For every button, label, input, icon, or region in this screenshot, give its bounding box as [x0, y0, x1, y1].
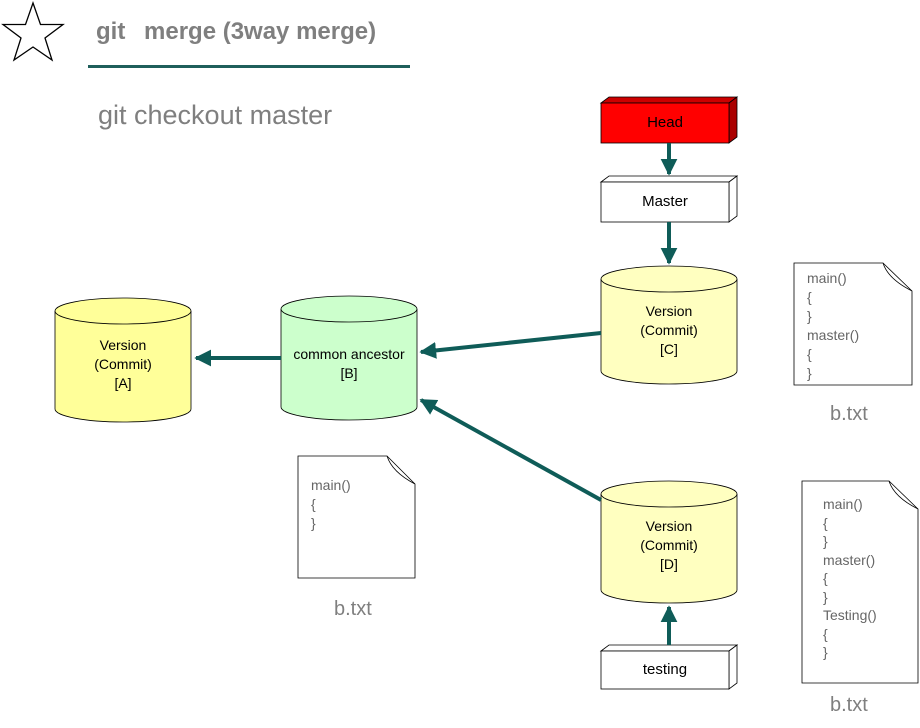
file-ancestor-doc [297, 455, 416, 579]
commit-b-cylinder [280, 295, 418, 421]
file-ancestor-caption: b.txt [334, 598, 372, 620]
commit-c-line1: Version [645, 303, 693, 319]
testing-ref-box [599, 644, 739, 690]
head-label: Head [647, 114, 683, 131]
file-testing-caption: b.txt [830, 694, 868, 716]
commit-c-label: Version (Commit) [C] [601, 302, 737, 359]
commit-d-line2: (Commit) [640, 537, 698, 553]
page-title: merge (3way merge) [144, 18, 377, 45]
commit-a-cylinder [54, 297, 192, 423]
commit-b-label: common ancestor [B] [281, 345, 417, 383]
commit-c-cylinder [600, 265, 738, 385]
title-git: git [96, 18, 126, 45]
commit-c-line2: (Commit) [640, 322, 698, 338]
file-ancestor-content: main() { } [311, 477, 351, 531]
file-master-doc [793, 262, 913, 386]
master-label: Master [642, 193, 688, 210]
commit-b-line1: common ancestor [293, 346, 405, 362]
file-master-content: main() { } master() { } [807, 270, 860, 381]
arrow-d-to-b [419, 398, 602, 502]
commit-a-line1: Version [99, 337, 147, 353]
star-icon [1, 1, 65, 62]
commit-a-line2: (Commit) [94, 356, 152, 372]
commit-d-line3: [D] [660, 556, 678, 572]
testing-label: testing [642, 661, 688, 678]
subtitle-command: git checkout master [98, 100, 333, 130]
commit-a-label: Version (Commit) [A] [55, 336, 191, 393]
arrow-c-to-b [419, 331, 602, 359]
commit-d-cylinder [600, 480, 738, 604]
title-underline [88, 65, 410, 68]
file-testing-doc [801, 480, 919, 684]
file-master-caption: b.txt [830, 403, 868, 425]
commit-c-line3: [C] [660, 341, 678, 357]
commit-a-line3: [A] [114, 375, 132, 391]
commit-b-line2: [B] [340, 365, 358, 381]
file-testing-content: main() { } master() { } Testing() { } [823, 496, 877, 660]
commit-d-line1: Version [645, 518, 693, 534]
master-ref-box [599, 175, 739, 223]
commit-d-label: Version (Commit) [D] [601, 517, 737, 574]
head-ref-box [599, 96, 739, 144]
